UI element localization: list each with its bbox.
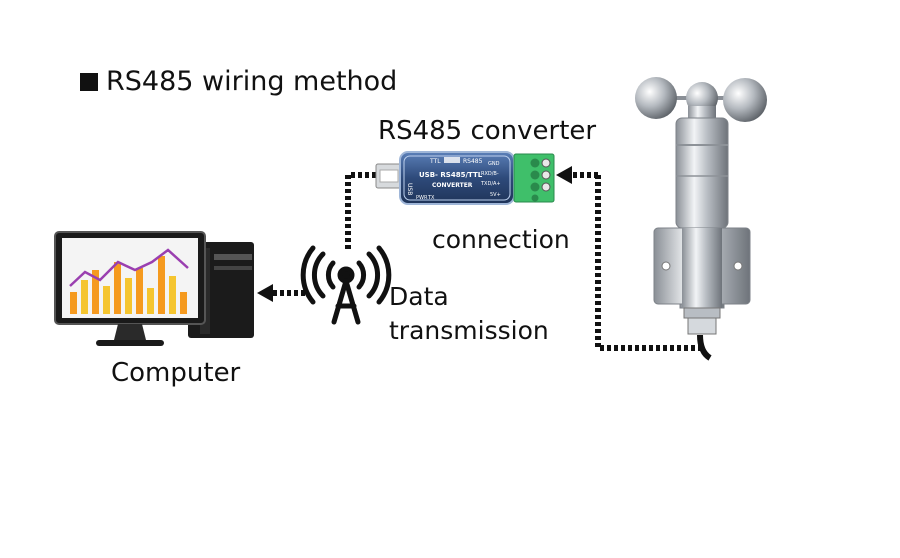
sensor-cable <box>556 166 700 351</box>
usb-rs485-converter: TTL RS485 USB USB- RS485/TTL CONVERTER P… <box>375 151 555 205</box>
connection-label: connection <box>432 225 570 254</box>
ttl-mark: TTL <box>429 158 441 165</box>
pin-txd-label: TXD/A+ <box>480 181 501 187</box>
usb-mark: USB <box>406 183 413 195</box>
converter-model-text: USB- RS485/TTL <box>419 171 483 179</box>
arrow-left-icon <box>556 166 572 184</box>
converter-caption-text: CONVERTER <box>432 182 473 189</box>
monitor-chart <box>69 248 189 314</box>
arrow-left-icon <box>257 284 273 302</box>
page-title: RS485 wiring method <box>80 68 397 95</box>
computer-icon <box>54 231 254 346</box>
tx-led-label: TX <box>427 195 435 201</box>
computer-label: Computer <box>111 358 241 388</box>
antenna-icon <box>300 245 392 325</box>
usb-link-line <box>345 172 376 250</box>
transmission-label: transmission <box>389 316 549 345</box>
cup-left <box>635 77 677 119</box>
pin-rxd-label: RXD/B- <box>481 171 499 177</box>
square-bullet-icon <box>80 72 98 91</box>
title-text: RS485 wiring method <box>106 66 398 97</box>
pwr-led-label: PWR <box>416 195 428 201</box>
pin-gnd-label: GND <box>488 161 500 167</box>
computer-link-line <box>257 284 305 302</box>
anemometer-sensor <box>635 77 767 361</box>
converter-label: RS485 converter <box>378 116 597 146</box>
pin-5v-label: 5V+ <box>490 192 501 198</box>
data-label: Data <box>389 282 449 311</box>
rs485-mark: RS485 <box>463 158 483 165</box>
cup-right <box>723 78 767 122</box>
